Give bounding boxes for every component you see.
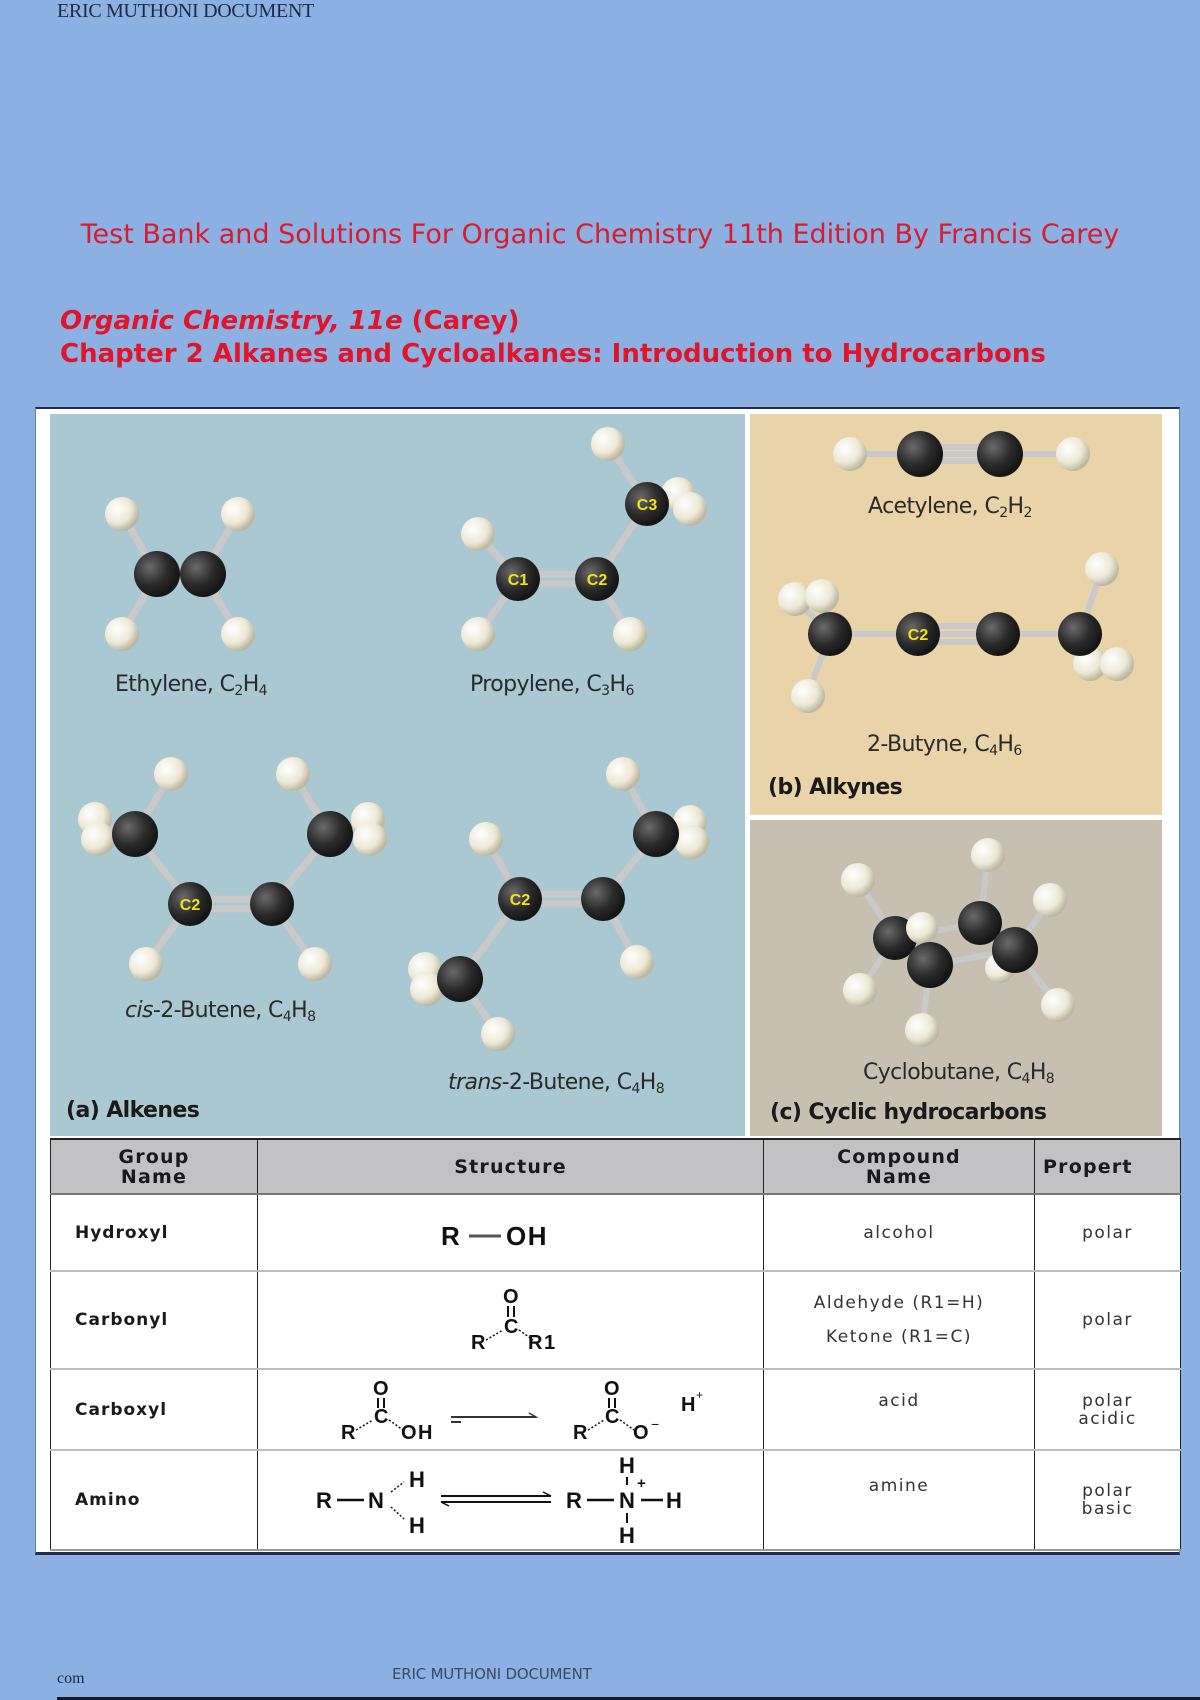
svg-text:H: H [619,1523,636,1545]
carbonyl-structure: OC R R1 [471,1286,557,1354]
molecule-label-ethylene: Ethylene, C2H4 [115,672,268,699]
atom-label: C2 [510,892,531,909]
compound-name-cell: amine [763,1450,1035,1551]
svg-text:H: H [681,1394,697,1416]
group-name-cell: Carbonyl [50,1271,258,1370]
chapter-title: Chapter 2 Alkanes and Cycloalkanes: Intr… [60,339,1046,369]
svg-text:C: C [605,1406,621,1428]
footer-left-text: com [57,1670,85,1687]
svg-text:OH: OH [506,1221,548,1251]
group-name-cell: Amino [50,1450,258,1551]
table-row: Hydroxyl R OH alcohol polar [50,1194,1181,1272]
book-author: (Carey) [402,306,520,336]
chapter-heading: Organic Chemistry, 11e (Carey) Chapter 2… [60,305,1180,371]
svg-text:N: N [368,1488,385,1513]
structure-cell: R OH [257,1194,764,1272]
svg-text:R: R [316,1488,333,1513]
svg-text:O: O [633,1422,650,1444]
document-title: Test Bank and Solutions For Organic Chem… [80,219,1120,250]
svg-text:O: O [503,1286,520,1308]
atom-label: C2 [587,572,608,589]
svg-text:N: N [619,1488,636,1513]
column-header-structure: Structure [257,1138,764,1195]
compound-name-cell: alcohol [763,1194,1035,1272]
svg-text:R: R [471,1332,487,1354]
svg-text:O: O [604,1378,621,1400]
svg-text:R: R [566,1488,583,1513]
svg-text:+: + [637,1475,647,1492]
panel-caption-alkynes: (b) Alkynes [768,775,903,800]
panel-caption-cyclic: (c) Cyclic hydrocarbons [770,1100,1047,1125]
panel-cyclic-hydrocarbons: Cyclobutane, C4H8 (c) Cyclic hydrocarbon… [750,820,1162,1136]
molecule-label-2-butyne: 2-Butyne, C4H6 [867,732,1022,759]
property-cell: polar [1034,1194,1181,1272]
compound-name-cell: acid [763,1369,1035,1451]
molecule-label-acetylene: Acetylene, C2H2 [868,494,1032,521]
svg-text:C: C [504,1316,520,1338]
alkynes-molecule-models: C2 [778,431,1134,713]
molecule-label-propylene: Propylene, C3H6 [470,672,634,699]
book-title: Organic Chemistry, 11e [60,306,403,336]
svg-text:R: R [573,1422,589,1444]
svg-text:C: C [374,1406,390,1428]
book-title-line: Organic Chemistry, 11e (Carey) [60,305,1180,338]
svg-text:R1: R1 [528,1332,557,1354]
panel-alkynes: C2 Acetylene, C2H2 2-Butyne, C4H6 (b) Al… [750,414,1162,815]
property-cell: polar [1034,1271,1181,1370]
hydroxyl-structure: R OH [441,1221,548,1251]
svg-text:H: H [666,1488,683,1513]
svg-text:O: O [373,1378,390,1400]
svg-text:H: H [409,1467,426,1492]
group-name-cell: Carboxyl [50,1369,258,1451]
molecule-label-cis-2-butene: cis-2-Butene, C4H8 [125,998,316,1025]
svg-text:R: R [441,1221,461,1251]
svg-text:H: H [619,1455,636,1478]
panel-caption-alkenes: (a) Alkenes [66,1098,200,1123]
svg-text:H: H [409,1513,426,1538]
svg-text:+: + [696,1388,705,1402]
footer-center-text: ERIC MUTHONI DOCUMENT [392,1665,592,1683]
group-name-cell: Hydroxyl [50,1194,258,1272]
svg-text:−: − [651,1416,661,1432]
footer-divider [57,1697,1200,1700]
compound-name-cell: Aldehyde (R1=H)Ketone (R1=C) [763,1271,1035,1370]
atom-label: C1 [508,572,529,589]
svg-text:R: R [341,1422,357,1444]
svg-text:OH: OH [401,1422,434,1444]
alkenes-molecule-models: C1 C2 C3 C2 C2 [78,427,709,1051]
atom-label: C2 [180,897,201,914]
page-header: ERIC MUTHONI DOCUMENT [57,0,315,22]
molecule-label-trans-2-butene: trans-2-Butene, C4H8 [448,1070,665,1097]
molecule-label-cyclobutane: Cyclobutane, C4H8 [863,1060,1055,1087]
column-header-property: Propert [1034,1138,1181,1195]
panel-alkenes: C1 C2 C3 C2 C2 Ethylene, C2H4 Propylene,… [50,414,745,1136]
cyclobutane-molecule-model [841,838,1075,1047]
atom-label: C3 [637,497,658,514]
atom-label: C2 [908,627,929,644]
